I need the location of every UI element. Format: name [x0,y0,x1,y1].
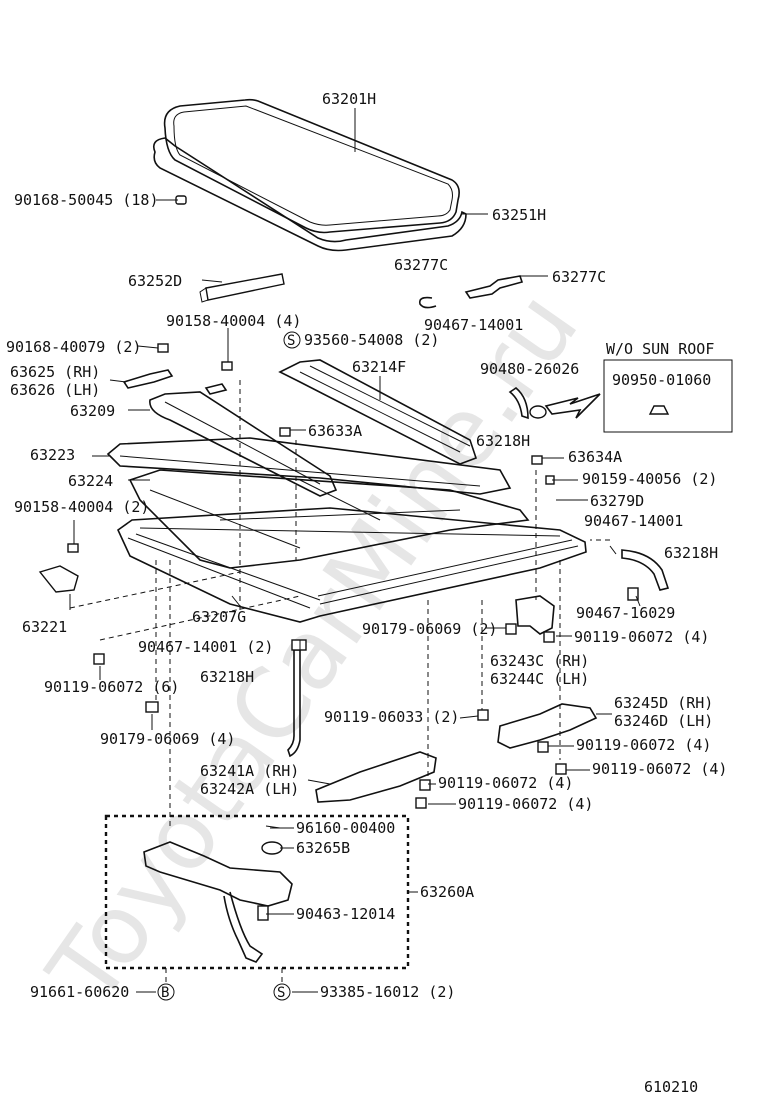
part-label: 90179-06069 (4) [100,730,235,748]
part-label: 63241A (RH) [200,762,299,780]
part-label: 63245D (RH) [614,694,713,712]
housing-frame [278,359,478,465]
part-label: 90119-06072 (4) [458,795,593,813]
part-label: 63625 (RH) [10,363,100,381]
part-label: 90119-06072 (4) [438,774,573,792]
part-label: 63277C [552,268,606,286]
part-label: 90158-40004 (4) [166,312,301,330]
part-label: 63221 [22,618,67,636]
part-label: 90168-50045 (18) [14,191,159,209]
bracket-63277c [464,275,524,299]
part-label: 63279D [590,492,644,510]
part-label: 90119-06072 (4) [574,628,709,646]
part-label: 63242A (LH) [200,780,299,798]
part-label: 63633A [308,422,362,440]
svg-text:S: S [277,985,285,1001]
weatherstrip-seal [152,137,467,252]
part-label: 90119-06072 (4) [592,760,727,778]
bracket-63245d [497,703,598,749]
part-label: 90467-14001 [424,316,523,334]
assembly-dashed-lines [69,380,610,984]
drain-hose-right [508,387,547,420]
part-label: 91661-60620 [30,983,129,1001]
diagram-id: 610210 [644,1078,698,1096]
part-labels: 63201H 90168-50045 (18) 63251H 63252D 63… [6,90,727,1001]
part-label: 63243C (RH) [490,652,589,670]
without-sunroof-box [603,359,733,433]
part-label: 90119-06033 (2) [324,708,459,726]
part-label: 90119-06072 (6) [44,678,179,696]
guide-rail-frame [128,469,530,569]
part-label: 90179-06069 (2) [362,620,497,638]
sunroof-glass-panel [163,98,460,234]
bracket-63241a [315,751,437,803]
bracket-63221 [38,565,79,593]
part-label: 63277C [394,256,448,274]
part-label: 63260A [420,883,474,901]
part-label: 63218H [476,432,530,450]
deflector-strip [199,273,285,303]
svg-text:S: S [287,333,295,349]
part-label: 63223 [30,446,75,464]
part-label: 63218H [664,544,718,562]
part-label: 90119-06072 (4) [576,736,711,754]
part-label: 63218H [200,668,254,686]
part-label: 96160-00400 [296,819,395,837]
part-label: 90467-16029 [576,604,675,622]
part-label: 90467-14001 [584,512,683,530]
part-label: 90168-40079 (2) [6,338,141,356]
part-label: 63626 (LH) [10,381,100,399]
base-frame [116,507,587,623]
part-label: 63244C (LH) [490,670,589,688]
bolt-icons [67,343,639,809]
grommet-icon [648,405,670,415]
symbol-s-icon: S [283,331,301,349]
drive-cable-frame [106,437,512,495]
part-label: 90463-12014 [296,905,395,923]
bracket-63625 [122,369,174,389]
part-label: 90158-40004 (2) [14,498,149,516]
part-label: 90159-40056 (2) [582,470,717,488]
part-label: 93385-16012 (2) [320,983,455,1001]
part-label: 90467-14001 (2) [138,638,273,656]
arrow-icon [544,393,601,419]
clip-c-icon [418,296,437,309]
part-label: 93560-54008 (2) [304,331,439,349]
symbol-b-icon: B [157,983,175,1001]
part-label: 63252D [128,272,182,290]
part-label: 63207G [192,608,246,626]
part-label: 63634A [568,448,622,466]
part-label: 63265B [296,839,350,857]
without-sunroof-title: W/O SUN ROOF [606,340,714,358]
drain-hose-front [287,639,307,758]
symbol-s-icon-bottom: S [273,983,291,1001]
part-label: 63224 [68,472,113,490]
part-label: 63201H [322,90,376,108]
bracket-63626 [204,383,228,395]
part-label: 63214F [352,358,406,376]
drain-hose-right-lower [621,549,670,591]
leader-lines [69,108,641,993]
bracket-63243c [515,595,555,635]
part-label: 63246D (LH) [614,712,713,730]
part-label: 63209 [70,402,115,420]
part-label: 90480-26026 [480,360,579,378]
part-label: 63251H [492,206,546,224]
svg-text:B: B [161,985,169,1001]
without-sunroof-part: 90950-01060 [612,371,711,389]
